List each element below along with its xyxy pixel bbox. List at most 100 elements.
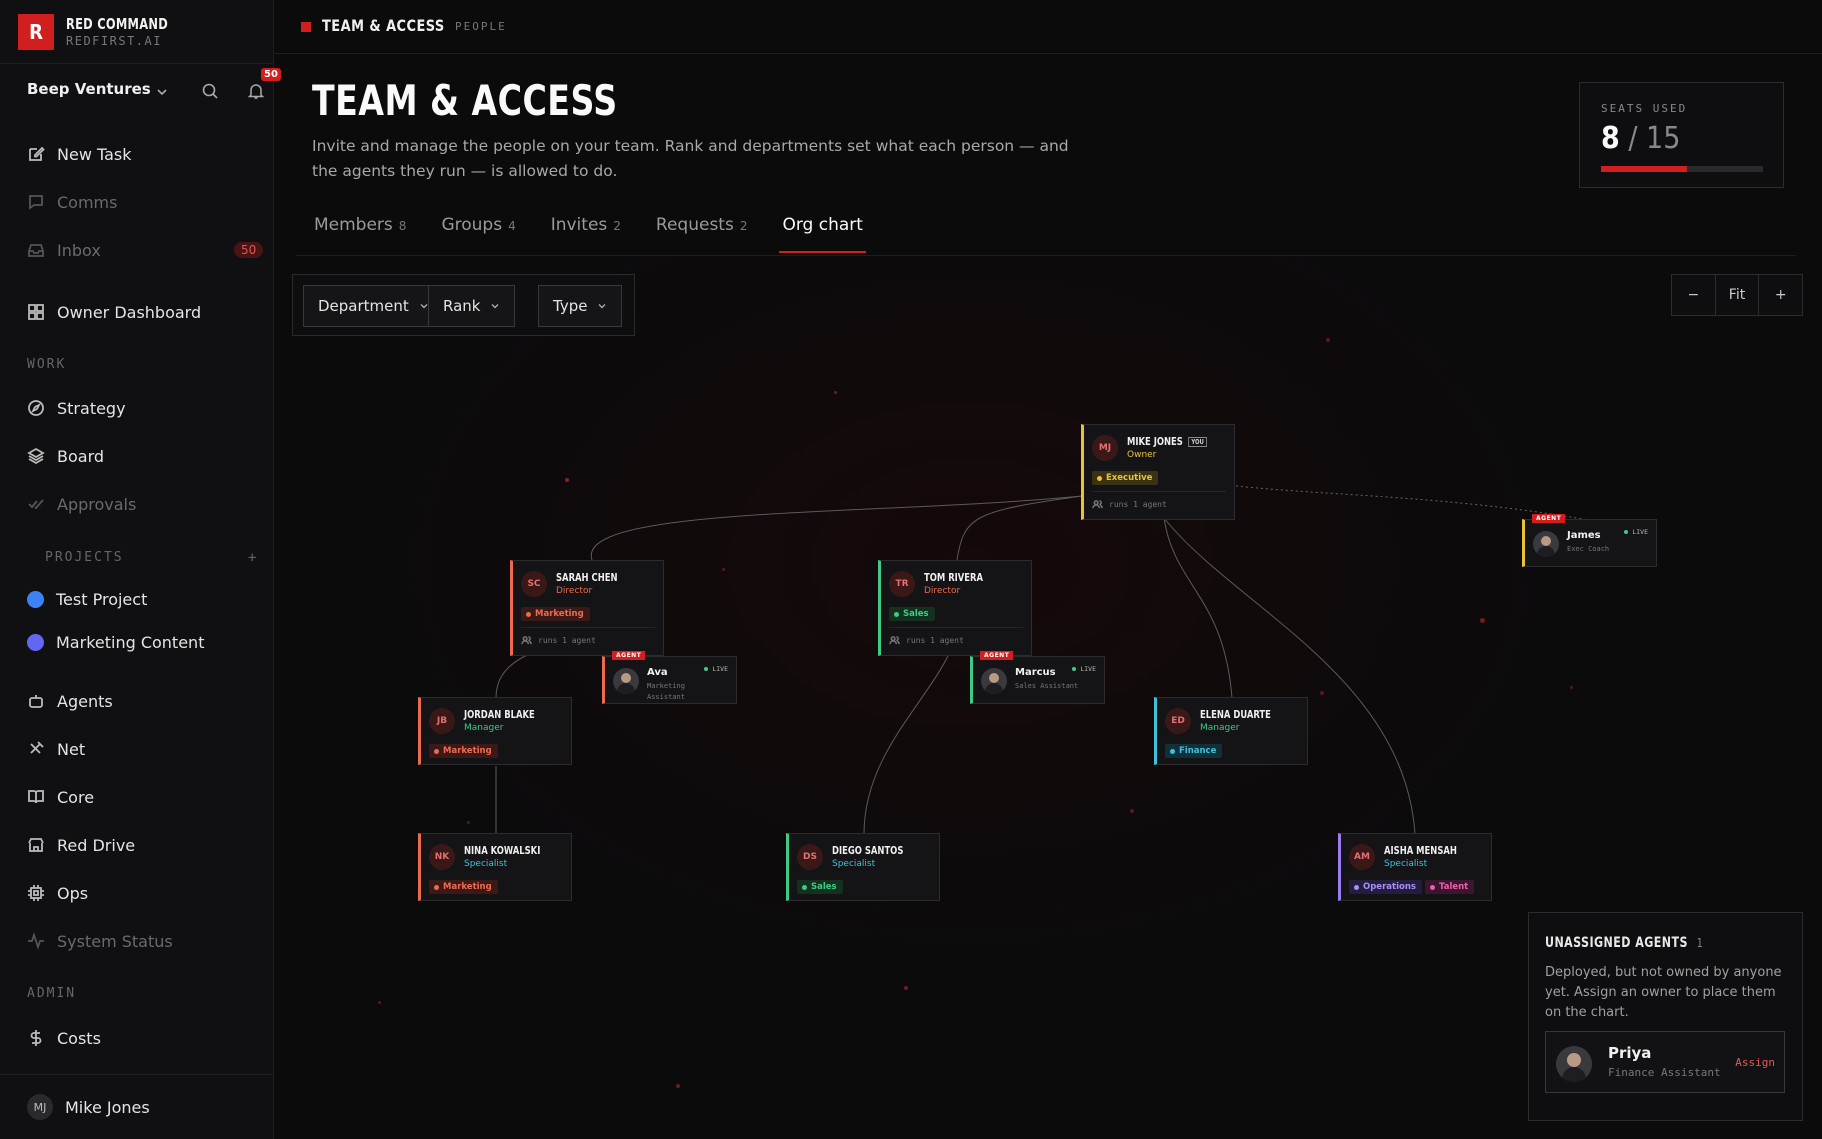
avatar: JB — [429, 708, 455, 734]
avatar: DS — [797, 844, 823, 870]
agent-card-james[interactable]: AGENT James Exec Coach LIVE — [1522, 514, 1657, 567]
zoom-in-button[interactable]: + — [1774, 287, 1787, 303]
add-project-button[interactable]: + — [248, 550, 259, 566]
unassigned-agent-card[interactable]: Priya Finance Assistant Assign — [1545, 1031, 1785, 1093]
nav-red-drive[interactable]: Red Drive — [27, 832, 135, 858]
chevron-down-icon — [598, 304, 606, 309]
nav-net[interactable]: Net — [27, 736, 85, 762]
agent-badge: AGENT — [980, 651, 1014, 660]
tab-count: 4 — [508, 219, 516, 233]
node-name-text: MIKE JONES — [1127, 435, 1183, 448]
chevron-down-icon — [420, 304, 428, 309]
dollar-icon — [30, 1030, 42, 1046]
book-icon — [28, 790, 44, 804]
seats-value: 8 / 15 — [1601, 121, 1681, 156]
zoom-fit-button[interactable]: Fit — [1716, 275, 1760, 315]
assign-button[interactable]: Assign — [1735, 1056, 1775, 1069]
user-menu[interactable]: MJ Mike Jones — [27, 1094, 150, 1120]
agent-card-ava[interactable]: AGENT Ava Marketing Assistant LIVE — [602, 651, 737, 704]
inbox-icon — [28, 244, 44, 257]
node-name: ELENA DUARTE — [1200, 708, 1271, 721]
nav-system-status[interactable]: System Status — [27, 928, 173, 954]
robot-icon — [29, 695, 43, 708]
live-status: LIVE — [1072, 665, 1096, 673]
tab-count: 2 — [739, 219, 748, 233]
avatar: AM — [1349, 844, 1375, 870]
workspace-switcher[interactable]: Beep Ventures — [27, 80, 151, 98]
nav-inbox[interactable]: Inbox — [27, 237, 101, 263]
chat-icon — [29, 195, 43, 210]
agent-name: Priya — [1608, 1044, 1652, 1062]
nav-label: Inbox — [57, 240, 101, 260]
agent-badge: AGENT — [612, 651, 646, 660]
filter-type-dropdown[interactable]: Type — [538, 285, 623, 327]
store-icon — [28, 838, 44, 852]
nav-comms[interactable]: Comms — [27, 189, 117, 215]
agent-card-marcus[interactable]: AGENT Marcus Sales Assistant LIVE — [970, 651, 1105, 704]
agent-avatar — [613, 668, 639, 694]
avatar: SC — [521, 571, 547, 597]
nav-label: Approvals — [57, 494, 137, 514]
nav-label: Red Drive — [57, 835, 136, 855]
nav-owner-dashboard[interactable]: Owner Dashboard — [27, 299, 201, 325]
seats-label: SEATS USED — [1601, 102, 1688, 115]
nav-board[interactable]: Board — [27, 443, 104, 469]
agent-role: Sales Assistant — [1015, 682, 1079, 690]
search-icon[interactable] — [201, 82, 219, 100]
filter-department-dropdown[interactable]: Department — [303, 285, 444, 327]
project-color-dot — [27, 633, 44, 651]
bell-icon[interactable] — [247, 82, 265, 100]
compass-icon — [28, 400, 44, 416]
node-name: SARAH CHEN — [556, 571, 618, 584]
ambient-dot — [676, 1084, 680, 1088]
nav-ops[interactable]: Ops — [27, 880, 88, 906]
filter-rank-dropdown[interactable]: Rank — [428, 285, 516, 327]
nav-label: System Status — [57, 931, 173, 951]
avatar: NK — [429, 844, 455, 870]
project-item-marketing-content[interactable]: Marketing Content — [27, 629, 204, 655]
department-tag: Finance — [1165, 744, 1223, 758]
agent-role: Marketing Assistant — [647, 682, 685, 701]
org-node-diego-santos[interactable]: DS DIEGO SANTOS Specialist Sales — [786, 833, 940, 901]
org-chart-canvas[interactable]: Department Rank Type − Fit + MJ MIKE JON… — [274, 256, 1822, 1139]
unassigned-description: Deployed, but not owned by anyone yet. A… — [1545, 965, 1782, 1020]
nav-core[interactable]: Core — [27, 784, 94, 810]
org-node-elena-duarte[interactable]: ED ELENA DUARTE Manager Finance — [1154, 697, 1308, 765]
tab-org-chart[interactable]: Org chart — [779, 215, 867, 253]
agent-name: Marcus — [1015, 667, 1056, 678]
user-name: Mike Jones — [65, 1097, 150, 1117]
avatar: MJ — [1092, 435, 1118, 461]
cpu-icon — [28, 885, 44, 901]
org-node-nina-kowalski[interactable]: NK NINA KOWALSKI Specialist Marketing — [418, 833, 572, 901]
nav-new-task[interactable]: New Task — [27, 141, 132, 167]
nav-strategy[interactable]: Strategy — [27, 395, 126, 421]
seats-progress-fill — [1601, 166, 1688, 172]
brand[interactable]: R RED COMMAND REDFIRST.AI — [18, 14, 186, 50]
layers-icon — [27, 447, 45, 465]
nav-costs[interactable]: Costs — [27, 1025, 101, 1051]
agent-role: Exec Coach — [1567, 545, 1610, 553]
users-icon — [521, 636, 532, 645]
nav-label: Strategy — [57, 398, 126, 418]
project-item-test-project[interactable]: Test Project — [27, 586, 147, 612]
node-rank: Owner — [1127, 450, 1157, 460]
nav-label: Owner Dashboard — [57, 302, 202, 322]
nav-approvals[interactable]: Approvals — [27, 491, 136, 517]
org-node-jordan-blake[interactable]: JB JORDAN BLAKE Manager Marketing — [418, 697, 572, 765]
topbar: TEAM & ACCESS PEOPLE — [274, 0, 1822, 54]
nav-label: Net — [57, 739, 86, 759]
node-rank: Specialist — [832, 859, 876, 869]
org-node-aisha-mensah[interactable]: AM AISHA MENSAH Specialist Operations Ta… — [1338, 833, 1492, 901]
nav-agents[interactable]: Agents — [27, 688, 113, 714]
org-node-tom-rivera[interactable]: TR TOM RIVERA Director Sales runs 1 agen… — [878, 560, 1032, 656]
org-node-sarah-chen[interactable]: SC SARAH CHEN Director Marketing runs 1 … — [510, 560, 664, 656]
zoom-out-button[interactable]: − — [1672, 275, 1716, 315]
chevron-down-icon[interactable] — [155, 85, 169, 99]
